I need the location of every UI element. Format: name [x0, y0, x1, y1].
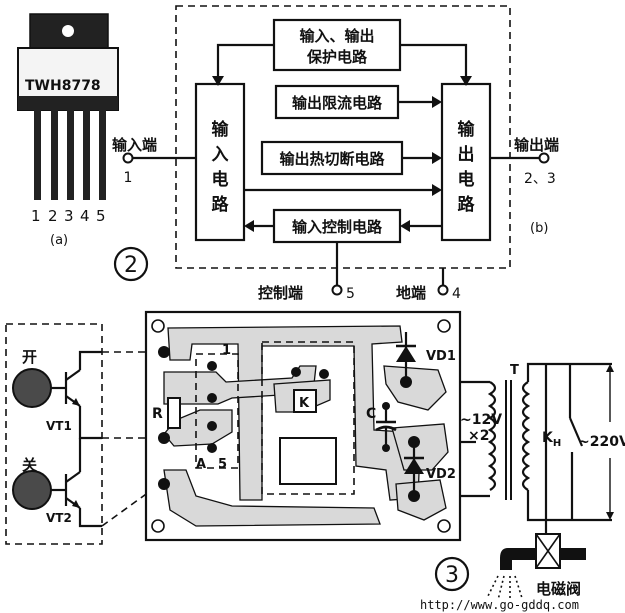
input-circuit-char-3: 电	[212, 169, 229, 190]
pcb-mount-hole-bl	[151, 519, 165, 533]
current-limit-block	[274, 84, 400, 120]
input-circuit-char-1: 输	[212, 119, 230, 140]
chip-pin-number-4: 4	[80, 207, 90, 225]
relay-k-box	[293, 389, 317, 413]
output-circuit-char-2: 出	[458, 144, 475, 165]
watermark-url: http://www.go-gddq.com	[420, 598, 579, 612]
transistor-vt2	[51, 471, 81, 509]
switch-off-label: 关	[22, 456, 37, 474]
block-diagram: 输 入 电 路 输 出 电 路 输入、输出 保护电路 输出限流电路 输出热切断电…	[112, 5, 559, 302]
solenoid-valve-label: 电磁阀	[536, 580, 581, 598]
transformer-t-label: T	[510, 363, 519, 378]
capacitor-c-label: C	[366, 406, 376, 422]
solenoid-valve	[487, 533, 586, 601]
diode-vd2-label: VD2	[426, 467, 456, 482]
ground-terminal-pin: 4	[452, 286, 461, 302]
chip-pin-1-label: 1	[222, 343, 231, 358]
input-control-block	[272, 208, 402, 244]
chip-pin-number-5: 5	[96, 207, 106, 225]
transistor-vt1-label: VT1	[46, 419, 72, 433]
chip-pin-number-1: 1	[31, 207, 41, 225]
chip-pin-5-label: 5	[218, 457, 227, 472]
switch-off-button	[12, 470, 52, 510]
chip-pin-1	[34, 110, 41, 200]
figure-3-number: 3	[445, 563, 459, 588]
figure-3-badge	[434, 556, 470, 592]
block-diagram-caption: (b)	[530, 221, 548, 236]
relay-k-label: K	[299, 396, 310, 411]
input-terminal	[122, 152, 134, 164]
control-terminal-label: 控制端	[258, 284, 303, 302]
block-diagram-boundary	[175, 5, 511, 269]
diode-vd1	[396, 332, 416, 382]
switch-panel-boundary	[5, 323, 103, 545]
input-terminal-pin: 1	[124, 170, 133, 186]
chip-part-number: TWH8778	[25, 78, 101, 94]
pcb-mount-hole-br	[437, 519, 451, 533]
chip-pin-2	[51, 110, 58, 200]
input-circuit-block	[194, 82, 246, 242]
block-diagram-wires	[132, 43, 540, 286]
output-circuit-char-4: 路	[458, 194, 476, 215]
figure-2-number: 2	[124, 253, 138, 278]
figure-2-badge	[113, 246, 149, 282]
transistor-vt1	[51, 369, 81, 407]
relay-contact-label: KH	[542, 430, 561, 449]
mains-wiring	[526, 362, 614, 534]
ground-terminal-label: 地端	[396, 284, 426, 302]
chip-pin-5	[99, 110, 106, 200]
diode-vd1-label: VD1	[426, 349, 456, 364]
capacitor-c	[375, 406, 397, 448]
switch-on-label: 开	[22, 348, 37, 366]
mains-voltage-label: ~220V	[578, 434, 625, 450]
chip-base-band	[18, 96, 118, 110]
secondary-multiplier-label: ×2	[468, 428, 489, 444]
transformer-t	[460, 380, 531, 500]
diode-vd2	[404, 442, 424, 496]
input-circuit-char-4: 路	[212, 194, 230, 215]
control-terminal-pin: 5	[346, 286, 355, 302]
chip-pin-3	[67, 110, 74, 200]
relay-socket-outline	[261, 341, 355, 495]
output-circuit-char-3: 电	[458, 169, 475, 190]
chip-pins	[34, 110, 106, 200]
chip-mount-hole	[62, 25, 74, 37]
output-terminal-pin: 2、3	[524, 171, 556, 187]
chip-caption: (a)	[50, 233, 68, 248]
chip-package: TWH8778 1 2 3 4 5 (a)	[17, 13, 119, 248]
current-limit-label: 输出限流电路	[292, 94, 383, 112]
ground-terminal	[437, 284, 449, 296]
protection-block-line-2: 保护电路	[306, 48, 368, 66]
protection-block-line-1: 输入、输出	[299, 27, 374, 45]
output-terminal	[538, 152, 550, 164]
output-circuit-char-1: 输	[458, 119, 476, 140]
switch-on-button	[12, 368, 52, 408]
transistor-vt2-label: VT2	[46, 511, 72, 525]
pcb-mount-hole-tl	[151, 319, 165, 333]
resistor-r-label: R	[152, 406, 163, 422]
chip-pin-number-3: 3	[64, 207, 74, 225]
point-a-label: A	[196, 457, 206, 472]
valve-pipe	[500, 548, 536, 570]
pcb-mount-hole-tr	[437, 319, 451, 333]
chip-pin-number-2: 2	[48, 207, 58, 225]
secondary-voltage-label: ~12V	[460, 412, 502, 428]
thermal-shutdown-label: 输出热切断电路	[279, 150, 385, 168]
valve-pipe-out	[560, 548, 586, 560]
input-terminal-label: 输入端	[112, 136, 157, 154]
circuit-diagram: 开 关 VT1 VT2	[5, 310, 625, 601]
input-control-label: 输入控制电路	[292, 218, 383, 236]
control-terminal	[331, 284, 343, 296]
resistor-r	[167, 397, 181, 429]
input-circuit-char-2: 入	[212, 145, 229, 165]
chip-pin-4	[83, 110, 90, 200]
chip-mount-outline	[195, 353, 239, 469]
relay-window	[279, 437, 337, 485]
output-terminal-label: 输出端	[514, 136, 559, 154]
